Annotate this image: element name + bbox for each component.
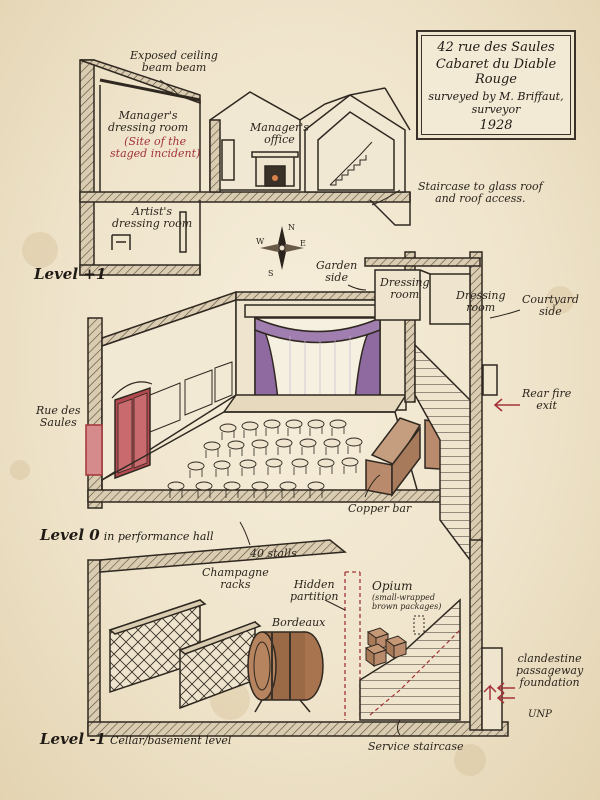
- compass-rose: [260, 226, 304, 270]
- compass-e: E: [300, 239, 306, 248]
- address: 42 rue des Saules: [437, 40, 555, 55]
- level-cellar-note: Cellar/basement level: [109, 734, 232, 747]
- passage-arrows: [483, 682, 515, 704]
- label-copper-bar: Copper bar: [348, 502, 412, 515]
- label-40-stalls: 40 stalls: [250, 547, 297, 560]
- venue-name: Cabaret du Diable Rouge: [435, 57, 557, 87]
- compass-n: N: [288, 223, 295, 232]
- label-opium: Opium: [372, 579, 413, 593]
- stalls-seating: [167, 419, 363, 498]
- front-double-door: [111, 381, 153, 480]
- label-up: UNP: [528, 709, 552, 720]
- surveyor-title: surveyor: [471, 103, 521, 116]
- level-ground-floor: [85, 251, 520, 563]
- hidden-partition-line: [344, 571, 361, 720]
- label-bordeaux: Bordeaux: [272, 616, 326, 629]
- stage: [222, 299, 408, 413]
- leader-lines: [159, 79, 521, 736]
- level-upper-floor: [79, 59, 411, 276]
- compass-w: W: [256, 237, 265, 246]
- bordeaux-barrel: [247, 631, 324, 713]
- surveyed-by: surveyed by M. Briffaut,: [428, 90, 564, 103]
- title-block: 42 rue des Saules Cabaret du Diable Roug…: [416, 30, 576, 140]
- level-ground-note: in performance hall: [103, 530, 214, 543]
- opium-crates: [364, 615, 425, 667]
- champagne-racks: [108, 598, 262, 710]
- label-service-staircase: Service staircase: [368, 740, 464, 753]
- level-cellar: [87, 539, 515, 737]
- level-upper-label: Level +1: [34, 265, 107, 283]
- compass-s: S: [268, 269, 274, 278]
- survey-year: 1928: [479, 118, 513, 133]
